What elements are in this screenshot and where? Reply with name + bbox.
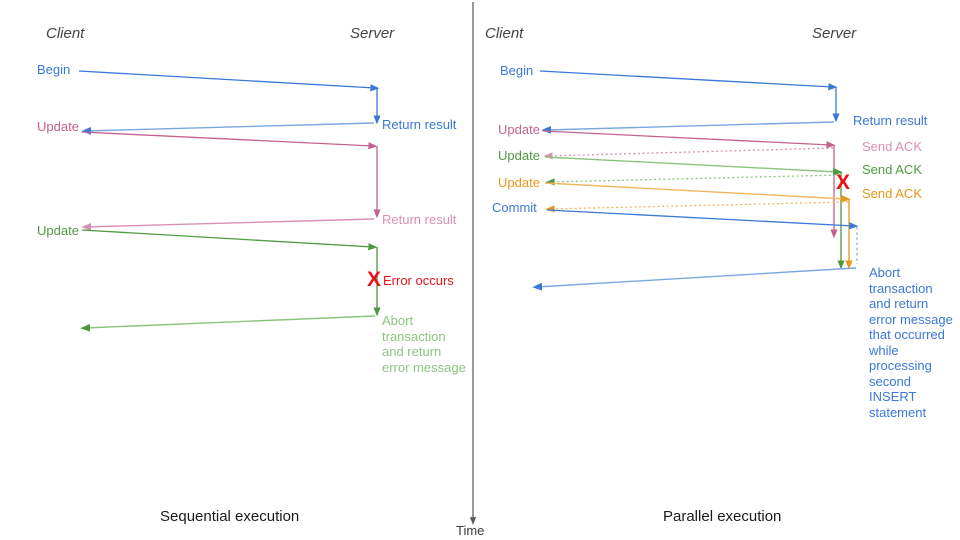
- right-label-send-ack-1: Send ACK: [862, 139, 922, 154]
- arrow-begin-request: [78, 70, 380, 92]
- arrow-begin-request: [539, 70, 838, 91]
- right-actor-client: Client: [485, 25, 524, 42]
- left-panel-caption: Sequential execution: [160, 508, 300, 525]
- right-error-x-icon: X: [836, 171, 851, 194]
- right-label-update-1: Update: [498, 122, 540, 137]
- right-label-return-result: Return result: [853, 113, 928, 128]
- right-label-commit: Commit: [492, 200, 537, 215]
- left-label-abort-message: Abort transaction and return error messa…: [382, 313, 466, 375]
- arrow-commit-request: [546, 209, 859, 230]
- arrow-update-1-request: [81, 131, 378, 150]
- arrow-abort-transaction: [80, 315, 376, 332]
- right-panel-caption: Parallel execution: [663, 508, 782, 525]
- arrow-update-2-request: [544, 156, 843, 176]
- left-label-return-result-1: Return result: [382, 117, 457, 132]
- left-actor-server: Server: [350, 25, 395, 42]
- right-label-send-ack-2: Send ACK: [862, 162, 922, 177]
- arrow-send-ack-2: [545, 174, 841, 186]
- right-label-abort-message: Abort transaction and return error messa…: [869, 265, 953, 420]
- left-label-error-occurs: Error occurs: [383, 273, 454, 288]
- arrow-send-ack-1: [543, 147, 834, 160]
- arrow-abort-transaction: [532, 267, 857, 291]
- right-label-begin: Begin: [500, 63, 534, 78]
- arrow-update-2-request: [81, 229, 378, 251]
- arrow-send-ack-3: [545, 201, 849, 213]
- arrow-return-result: [541, 121, 835, 134]
- arrow-return-result-2: [81, 218, 375, 231]
- left-label-update-1: Update: [37, 119, 79, 134]
- left-label-update-2: Update: [37, 223, 79, 238]
- arrow-return-result-1: [81, 122, 375, 135]
- arrow-update-3-request: [544, 182, 851, 203]
- arrow-update-1-request: [542, 130, 836, 149]
- time-axis-label: Time: [456, 523, 485, 538]
- right-label-update-3: Update: [498, 175, 540, 190]
- left-label-begin: Begin: [37, 62, 71, 77]
- left-label-return-result-2: Return result: [382, 212, 457, 227]
- right-label-send-ack-3: Send ACK: [862, 186, 922, 201]
- right-label-update-2: Update: [498, 148, 540, 163]
- left-actor-client: Client: [46, 25, 85, 42]
- left-error-x-icon: X: [367, 268, 382, 291]
- right-actor-server: Server: [812, 25, 857, 42]
